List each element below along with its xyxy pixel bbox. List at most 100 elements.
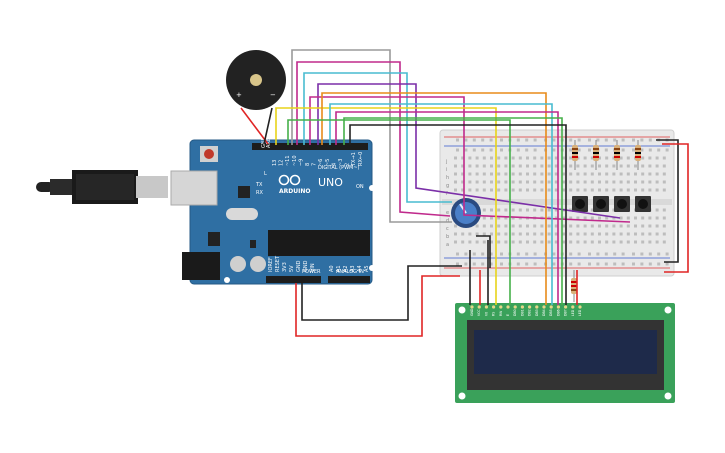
breadboard-hole[interactable]: [641, 156, 645, 160]
breadboard-hole[interactable]: [569, 180, 573, 184]
breadboard-hole[interactable]: [648, 240, 652, 244]
breadboard-hole[interactable]: [454, 172, 457, 176]
power-rail-hole[interactable]: [456, 138, 459, 142]
breadboard-hole[interactable]: [475, 172, 479, 176]
power-rail-hole[interactable]: [648, 252, 652, 256]
breadboard-hole[interactable]: [511, 188, 515, 192]
power-rail-hole[interactable]: [569, 148, 573, 152]
breadboard-hole[interactable]: [518, 156, 522, 160]
breadboard-hole[interactable]: [619, 180, 623, 184]
power-rail-hole[interactable]: [665, 262, 669, 266]
power-rail-hole[interactable]: [552, 252, 556, 256]
breadboard-hole[interactable]: [569, 232, 573, 236]
breadboard-hole[interactable]: [569, 240, 573, 244]
breadboard-hole[interactable]: [497, 232, 501, 236]
power-rail-hole[interactable]: [552, 138, 556, 142]
breadboard-hole[interactable]: [612, 156, 616, 160]
lcd-pin[interactable]: [470, 305, 474, 309]
breadboard-hole[interactable]: [619, 164, 623, 168]
breadboard-hole[interactable]: [655, 224, 659, 228]
breadboard-hole[interactable]: [562, 172, 565, 176]
breadboard-hole[interactable]: [454, 164, 457, 168]
wires[interactable]: [240, 49, 689, 337]
breadboard-hole[interactable]: [619, 188, 623, 192]
breadboard-hole[interactable]: [533, 240, 537, 244]
breadboard-hole[interactable]: [526, 208, 529, 212]
breadboard-hole[interactable]: [533, 180, 537, 184]
breadboard-hole[interactable]: [497, 208, 501, 212]
breadboard-hole[interactable]: [518, 180, 522, 184]
power-rail-hole[interactable]: [569, 138, 573, 142]
resistor-3[interactable]: [614, 140, 620, 170]
breadboard-hole[interactable]: [619, 216, 623, 220]
pushbutton-3[interactable]: [614, 196, 630, 212]
piezo-buzzer[interactable]: + −: [226, 50, 286, 110]
breadboard-hole[interactable]: [662, 240, 666, 244]
breadboard-hole[interactable]: [662, 232, 666, 236]
lcd-pin[interactable]: [484, 305, 488, 309]
lcd-pin[interactable]: [556, 305, 561, 309]
breadboard-hole[interactable]: [554, 180, 558, 184]
power-rail-hole[interactable]: [464, 262, 468, 266]
breadboard-hole[interactable]: [554, 172, 558, 176]
breadboard-hole[interactable]: [482, 164, 486, 168]
breadboard-hole[interactable]: [612, 216, 616, 220]
power-rail-hole[interactable]: [665, 148, 669, 152]
power-rail-hole[interactable]: [472, 148, 476, 152]
breadboard-hole[interactable]: [497, 240, 501, 244]
breadboard-hole[interactable]: [461, 180, 465, 184]
power-rail-hole[interactable]: [533, 148, 537, 152]
power-rail-hole[interactable]: [577, 252, 581, 256]
breadboard-hole[interactable]: [511, 164, 515, 168]
breadboard-hole[interactable]: [598, 216, 601, 220]
power-rail-hole[interactable]: [533, 138, 537, 142]
breadboard-hole[interactable]: [626, 156, 630, 160]
breadboard-hole[interactable]: [475, 232, 479, 236]
breadboard-hole[interactable]: [569, 224, 573, 228]
power-rail-hole[interactable]: [640, 252, 644, 256]
breadboard-hole[interactable]: [511, 232, 515, 236]
breadboard-hole[interactable]: [605, 232, 609, 236]
breadboard-hole[interactable]: [662, 188, 666, 192]
breadboard-hole[interactable]: [576, 216, 580, 220]
breadboard-hole[interactable]: [576, 240, 580, 244]
breadboard-hole[interactable]: [461, 232, 465, 236]
breadboard-hole[interactable]: [526, 224, 529, 228]
breadboard-hole[interactable]: [569, 188, 573, 192]
breadboard-hole[interactable]: [641, 188, 645, 192]
breadboard-hole[interactable]: [554, 224, 558, 228]
power-rail-hole[interactable]: [632, 262, 635, 266]
breadboard-hole[interactable]: [641, 172, 645, 176]
power-rail-hole[interactable]: [596, 138, 600, 142]
breadboard-hole[interactable]: [547, 180, 551, 184]
breadboard-hole[interactable]: [482, 172, 486, 176]
power-rail-hole[interactable]: [648, 148, 652, 152]
pushbutton-2[interactable]: [593, 196, 609, 212]
power-rail-hole[interactable]: [500, 148, 503, 152]
breadboard-hole[interactable]: [518, 232, 522, 236]
breadboard-hole[interactable]: [490, 188, 493, 192]
breadboard-hole[interactable]: [641, 216, 645, 220]
breadboard-hole[interactable]: [504, 172, 508, 176]
power-rail-hole[interactable]: [621, 138, 625, 142]
breadboard-hole[interactable]: [605, 180, 609, 184]
breadboard-hole[interactable]: [634, 232, 637, 236]
breadboard-hole[interactable]: [526, 180, 529, 184]
breadboard-hole[interactable]: [626, 164, 630, 168]
breadboard-hole[interactable]: [612, 240, 616, 244]
breadboard-hole[interactable]: [576, 232, 580, 236]
power-rail-hole[interactable]: [621, 262, 625, 266]
breadboard-hole[interactable]: [562, 240, 565, 244]
breadboard-hole[interactable]: [626, 232, 630, 236]
power-rail-hole[interactable]: [464, 148, 468, 152]
breadboard-hole[interactable]: [605, 224, 609, 228]
power-rail-hole[interactable]: [472, 138, 476, 142]
breadboard-hole[interactable]: [626, 188, 630, 192]
power-rail-hole[interactable]: [481, 148, 485, 152]
breadboard-hole[interactable]: [626, 180, 630, 184]
breadboard-hole[interactable]: [511, 224, 515, 228]
breadboard-hole[interactable]: [583, 224, 587, 228]
breadboard-hole[interactable]: [598, 232, 601, 236]
breadboard-hole[interactable]: [540, 180, 544, 184]
